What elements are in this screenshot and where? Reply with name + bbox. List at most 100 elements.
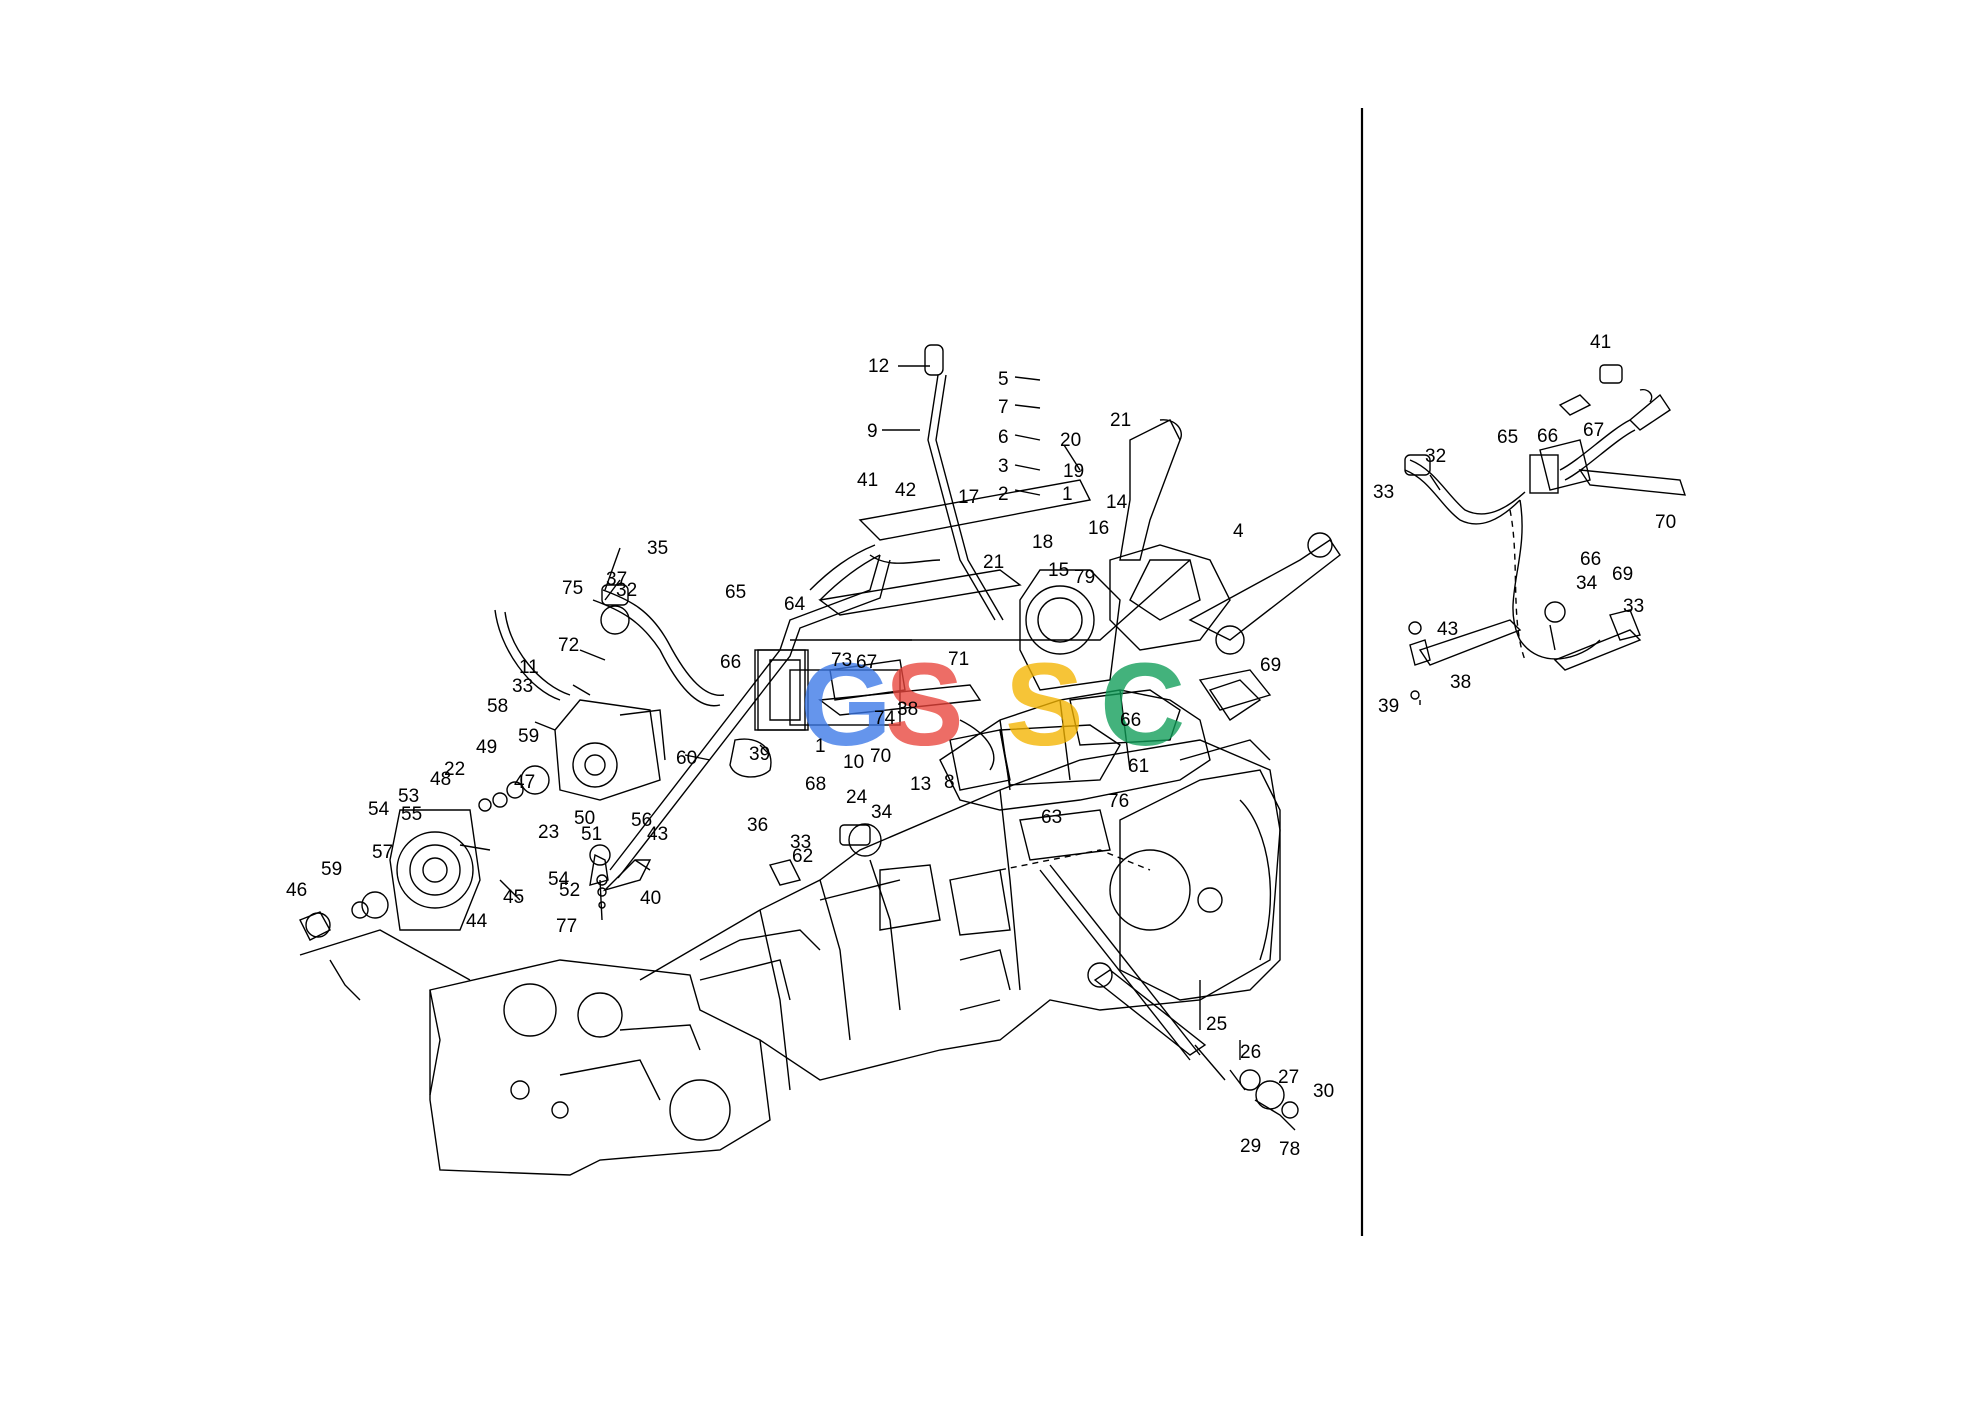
part-number-label-73: 36: [747, 815, 768, 836]
part-number-label-29: 67: [856, 652, 877, 673]
watermark-letter-3: S: [1005, 639, 1084, 771]
part-number-label-14: 17: [958, 487, 979, 508]
inset-part-number-label-4: 66: [1537, 426, 1558, 447]
part-number-label-69: 61: [1128, 756, 1149, 777]
part-number-label-62: 70: [870, 746, 891, 767]
part-number-label-50: 57: [372, 842, 393, 863]
part-number-label-7: 2: [998, 484, 1009, 505]
part-number-label-38: 49: [476, 737, 497, 758]
part-number-label-51: 59: [321, 859, 342, 880]
watermark-letter-2: S: [885, 639, 964, 771]
part-number-label-2: 9: [867, 421, 878, 442]
part-number-label-16: 15: [1048, 560, 1069, 581]
part-number-label-12: 14: [1106, 492, 1128, 513]
inset-part-number-label-9: 69: [1612, 564, 1633, 585]
inset-part-number-label-14: 39: [1378, 696, 1399, 717]
part-number-label-15: 18: [1032, 532, 1053, 553]
part-number-label-56: 52: [559, 880, 580, 901]
part-number-label-39: 47: [514, 772, 535, 793]
inset-part-number-label-2: 32: [1425, 446, 1446, 467]
inset-part-number-label-5: 67: [1583, 420, 1604, 441]
part-number-label-59: 39: [749, 744, 770, 765]
part-number-label-70: 68: [805, 774, 826, 795]
part-number-label-80: 27: [1278, 1067, 1299, 1088]
inset-assembly: [1404, 364, 1687, 705]
leader-lines: [459, 365, 1241, 1060]
part-number-label-31: 73: [831, 650, 852, 671]
part-number-label-24: 75: [562, 578, 583, 599]
part-number-label-41: 48: [430, 769, 451, 790]
part-number-label-22: 35: [647, 538, 668, 559]
part-number-label-52: 46: [286, 880, 307, 901]
part-number-label-67: 66: [1120, 710, 1141, 731]
gssc-watermark: G S S C: [800, 639, 1185, 771]
part-number-label-44: 55: [401, 804, 422, 825]
part-number-label-4: 7: [998, 397, 1009, 418]
part-number-label-26: 65: [725, 582, 746, 603]
part-number-label-63: 13: [910, 774, 931, 795]
part-number-label-17: 79: [1074, 567, 1095, 588]
part-number-label-68: 69: [1260, 655, 1281, 676]
inset-part-number-label-13: 38: [1450, 672, 1471, 693]
watermark-letter-4: C: [1100, 639, 1185, 771]
part-number-label-13: 16: [1088, 518, 1109, 539]
part-number-label-34: 33: [512, 676, 533, 697]
part-number-label-64: 8: [944, 772, 955, 793]
part-number-label-1: 12: [868, 356, 889, 377]
part-number-label-25: 32: [616, 580, 637, 601]
lift-housing: [939, 419, 1341, 811]
inset-part-number-label-1: 41: [1590, 332, 1611, 353]
part-number-label-40: 22: [444, 759, 465, 780]
part-number-label-55: 54: [548, 869, 570, 890]
inset-part-number-label-3: 65: [1497, 427, 1518, 448]
part-number-label-78: 25: [1206, 1014, 1227, 1035]
part-number-label-5: 6: [998, 427, 1009, 448]
part-number-label-8: 20: [1060, 430, 1081, 451]
hydraulic-pipes: [592, 544, 1201, 1061]
part-number-label-36: 59: [518, 726, 539, 747]
part-number-label-49: 56: [631, 810, 652, 831]
part-number-label-18: 41: [857, 470, 878, 491]
part-number-label-30: 71: [948, 649, 969, 670]
pump-assembly: [299, 584, 1272, 1001]
part-number-label-77: 76: [1108, 791, 1129, 812]
part-number-label-20: 21: [983, 552, 1004, 573]
part-number-label-11: 1: [1062, 484, 1073, 505]
inset-part-number-label-12: 43: [1437, 619, 1458, 640]
control-linkage: [754, 344, 1262, 861]
part-number-label-45: 50: [574, 808, 595, 829]
inset-part-number-label-8: 66: [1580, 549, 1601, 570]
watermark-letter-1: G: [800, 639, 892, 771]
part-number-label-60: 38: [897, 699, 918, 720]
part-number-label-21: 4: [1233, 521, 1244, 542]
part-number-label-71: 24: [846, 787, 868, 808]
part-number-label-84: 28: [0, 0, 21, 5]
part-number-label-57: 77: [556, 916, 577, 937]
part-number-label-76: 63: [1041, 807, 1062, 828]
part-number-label-3: 5: [998, 369, 1009, 390]
part-number-label-6: 3: [998, 456, 1009, 477]
part-number-label-81: 30: [1313, 1081, 1334, 1102]
part-number-label-23: 37: [606, 569, 627, 590]
inset-part-number-label-10: 34: [1576, 573, 1598, 594]
part-number-label-61: 74: [874, 708, 896, 729]
inset-part-number-label-6: 33: [1373, 482, 1394, 503]
part-number-label-65: 1: [815, 736, 826, 757]
part-number-label-53: 44: [466, 911, 488, 932]
part-number-label-47: 23: [538, 822, 559, 843]
pto-shaft: [1087, 962, 1299, 1131]
part-number-label-85: 31: [0, 0, 21, 5]
part-number-label-33: 11: [519, 657, 539, 678]
part-number-label-72: 34: [871, 802, 893, 823]
part-number-label-9: 19: [1063, 461, 1084, 482]
part-number-label-10: 21: [1110, 410, 1131, 431]
inset-part-number-label-11: 33: [1623, 596, 1644, 617]
part-number-label-46: 51: [581, 824, 602, 845]
part-number-label-79: 26: [1240, 1042, 1261, 1063]
part-number-label-35: 58: [487, 696, 508, 717]
part-number-label-66: 10: [843, 752, 864, 773]
